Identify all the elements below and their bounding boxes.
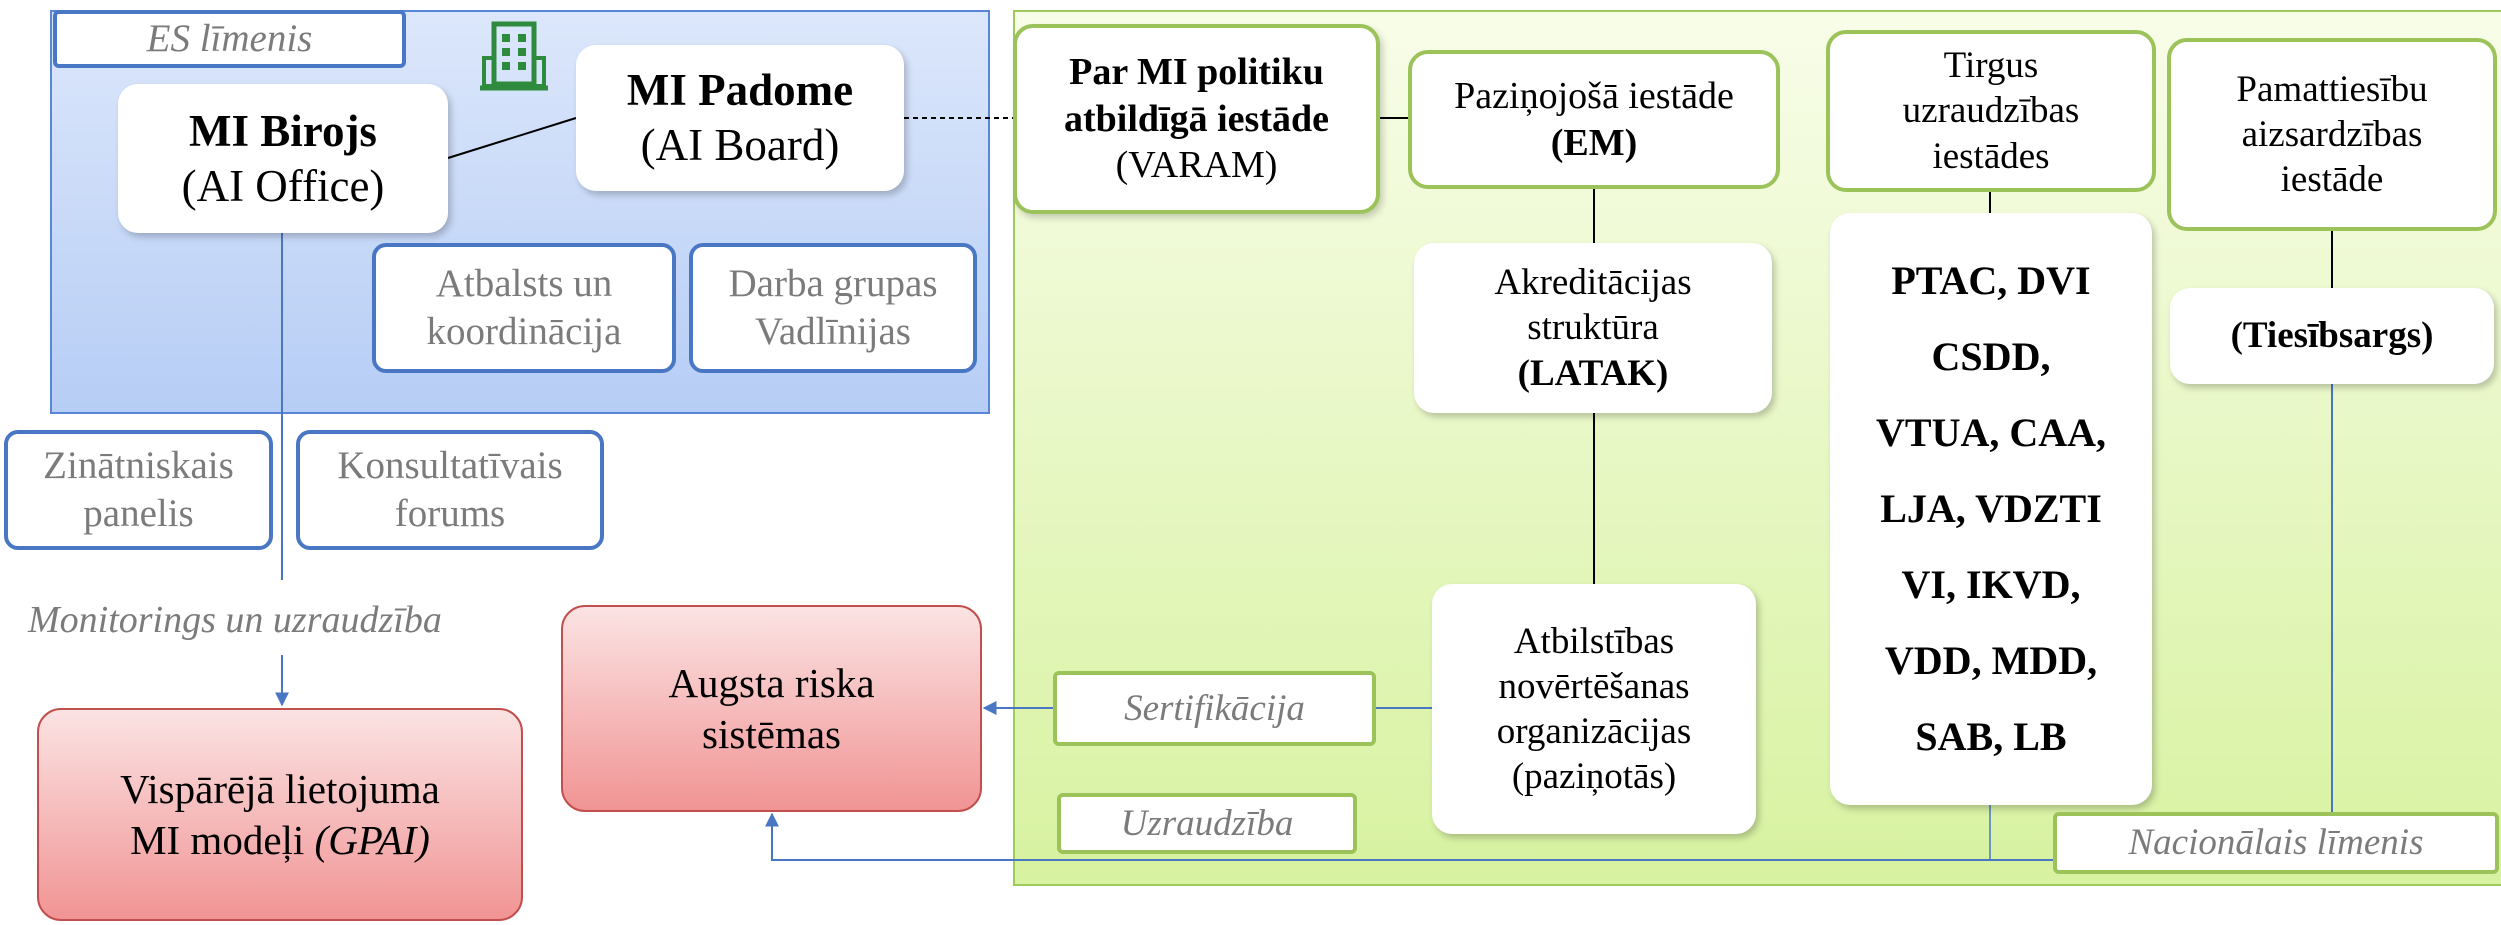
market-authority-item: VI, IKVD, (1901, 562, 2081, 607)
market-surveillance-box: Tirgus uzraudzības iestādes (1826, 30, 2156, 192)
support-coordination-box: Atbalsts un koordinācija (372, 243, 676, 373)
fundamental-rights-box: Pamattiesību aizsardzības iestāde (2167, 38, 2497, 231)
es-level-label: ES līmenis (53, 10, 406, 68)
market-authority-item: VTUA, CAA, (1876, 410, 2106, 455)
working-groups-box: Darba grupas Vadlīnijas (689, 243, 977, 373)
ai-board-title: MI Padome (626, 65, 854, 116)
policy-authority-box: Par MI politiku atbildīgā iestāde (VARAM… (1013, 24, 1380, 214)
scientific-panel-box: Zinātniskais panelis (4, 430, 273, 550)
market-authorities-list: PTAC, DVI CSDD, VTUA, CAA, LJA, VDZTI VI… (1830, 213, 2152, 805)
office-board-link (447, 117, 577, 159)
national-level-label: Nacionālais līmenis (2053, 812, 2499, 874)
supervision-return-arrow (765, 812, 2053, 861)
ai-office-title: MI Birojs (189, 105, 377, 156)
monitoring-label: Monitorings un uzraudzība (28, 599, 442, 641)
market-authority-item: LJA, VDZTI (1880, 486, 2102, 531)
accreditation-box: Akreditācijas struktūra (LATAK) (1414, 243, 1772, 413)
ai-board-box: MI Padome (AI Board) (576, 45, 904, 191)
ai-office-box: MI Birojs (AI Office) (118, 84, 448, 233)
ai-office-subtitle: (AI Office) (181, 160, 385, 211)
certification-label: Sertifikācija (1053, 671, 1376, 746)
supervision-label: Uzraudzība (1057, 793, 1357, 854)
gpai-models-box: Vispārējā lietojuma MI modeļi (GPAI) (37, 708, 523, 921)
ombudsman-box: (Tiesībsargs) (2170, 288, 2494, 384)
high-risk-systems-box: Augsta riska sistēmas (561, 605, 982, 812)
market-authority-item: CSDD, (1931, 334, 2051, 379)
ai-board-subtitle: (AI Board) (640, 120, 840, 170)
building-icon (480, 21, 548, 91)
notifying-authority-box: Paziņojošā iestāde (EM) (1408, 50, 1780, 189)
advisory-forum-box: Konsultatīvais forums (296, 430, 604, 550)
market-authority-item: VDD, MDD, (1884, 638, 2098, 683)
conformity-bodies-box: Atbilstības novērtēšanas organizācijas (… (1432, 584, 1756, 834)
market-authority-item: SAB, LB (1915, 714, 2067, 759)
market-authority-item: PTAC, DVI (1891, 258, 2091, 303)
